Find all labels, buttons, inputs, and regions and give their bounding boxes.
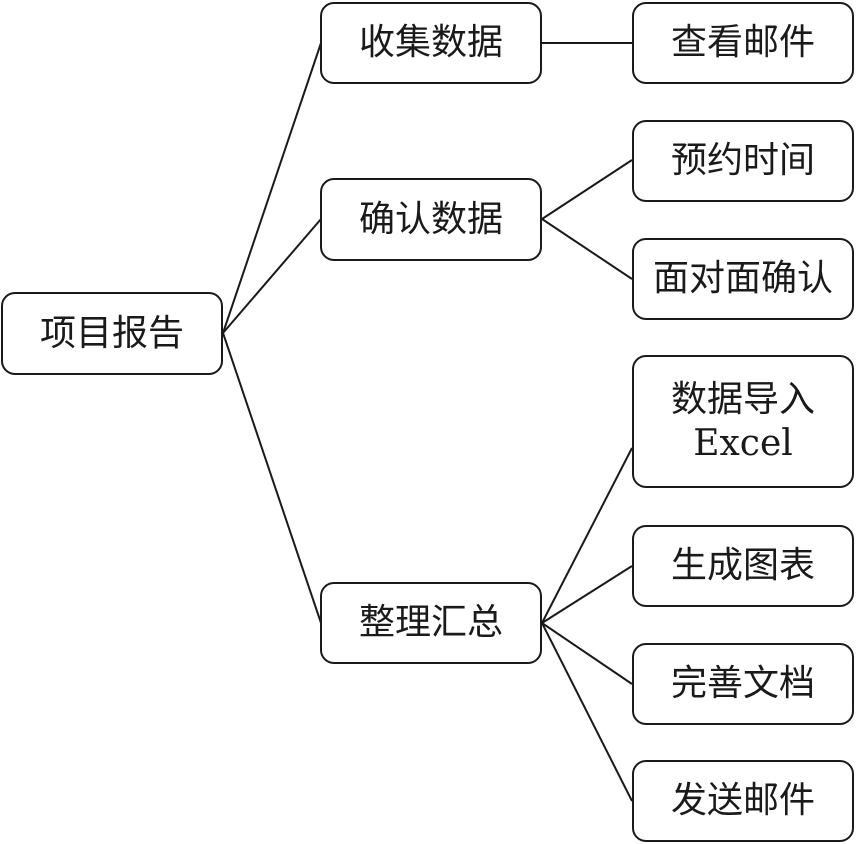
connector-organize-doc [541, 622, 633, 685]
connector-root-confirm [222, 218, 322, 334]
branch-node-organize: 整理汇总 [320, 582, 542, 664]
root-label: 项目报告 [39, 312, 184, 354]
connector-organize-import [541, 447, 633, 624]
leaf-node: 面对面确认 [632, 238, 854, 320]
leaf-label-line1: 数据导入 [670, 379, 815, 421]
leaf-label: 查看邮件 [670, 22, 815, 64]
connector-organize-send [541, 622, 633, 802]
branch-label: 收集数据 [358, 22, 503, 64]
leaf-label: 面对面确认 [652, 258, 833, 300]
connector-organize-chart [541, 565, 633, 624]
leaf-node: 数据导入 Excel [632, 355, 854, 488]
connector-root-organize [222, 332, 322, 624]
leaf-label: 生成图表 [670, 545, 815, 587]
leaf-label: 完善文档 [670, 663, 815, 705]
leaf-label-line2: Excel [693, 422, 793, 464]
leaf-label: 预约时间 [670, 140, 815, 182]
leaf-node: 生成图表 [632, 525, 854, 607]
leaf-node: 查看邮件 [632, 2, 854, 84]
leaf-node: 预约时间 [632, 120, 854, 202]
leaf-label: 发送邮件 [670, 780, 815, 822]
branch-node-collect: 收集数据 [320, 2, 542, 84]
connector-confirm-schedule [541, 159, 633, 220]
connector-root-collect [222, 42, 322, 334]
leaf-node: 发送邮件 [632, 760, 854, 842]
leaf-node: 完善文档 [632, 643, 854, 725]
branch-label: 整理汇总 [358, 602, 503, 644]
branch-node-confirm: 确认数据 [320, 178, 542, 261]
connector-confirm-meet [541, 218, 633, 280]
root-node: 项目报告 [1, 292, 223, 375]
branch-label: 确认数据 [358, 198, 503, 240]
